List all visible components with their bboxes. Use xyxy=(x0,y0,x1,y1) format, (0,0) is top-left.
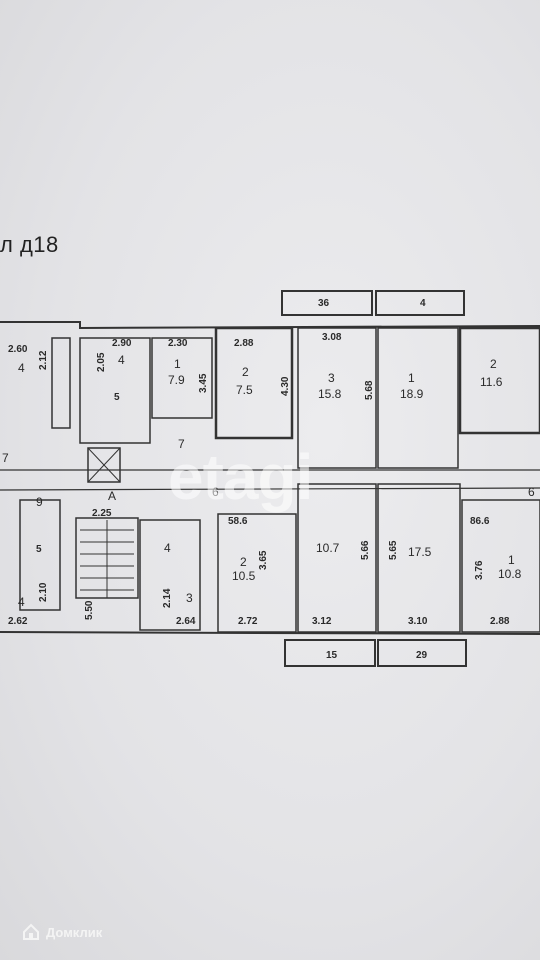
room-top-3 xyxy=(297,327,377,469)
room-number: 6 xyxy=(212,485,219,499)
room-top-2 xyxy=(214,326,294,440)
room-bottom-2 xyxy=(217,513,297,633)
dim-label: 2.60 xyxy=(8,344,28,355)
dim-label: 3.08 xyxy=(322,332,342,343)
room-number: 1 xyxy=(174,357,181,371)
house-icon xyxy=(23,923,39,940)
room-number: 3 xyxy=(186,591,193,605)
bay-bottom-left xyxy=(284,639,376,667)
room-number: 6 xyxy=(528,485,535,499)
dim-label: 2.62 xyxy=(8,616,28,627)
dim-label: 2.05 xyxy=(96,352,107,372)
dim-label: 3.10 xyxy=(408,616,428,627)
floor-plan-title: л д18 xyxy=(0,232,59,257)
bay-label: 15 xyxy=(326,650,338,661)
outer-wall-top xyxy=(0,321,540,330)
bay-top-left xyxy=(281,290,373,316)
room-area: 18.9 xyxy=(400,387,424,401)
room-number: 1 xyxy=(408,371,415,385)
room-area: 17.5 xyxy=(408,545,432,559)
room-number: 4 xyxy=(164,541,171,555)
dim-label: 5.65 xyxy=(388,540,399,560)
bay-label: 36 xyxy=(318,298,330,309)
brand-logo: Домклик xyxy=(22,923,102,941)
bay-label: 4 xyxy=(420,298,426,309)
room-number: 5 xyxy=(114,392,120,403)
room-number: 3 xyxy=(328,371,335,385)
dim-label: 3.45 xyxy=(198,373,209,393)
stair-treads xyxy=(80,520,134,598)
dim-label: 2.90 xyxy=(112,338,132,349)
dim-label: 2.88 xyxy=(490,616,510,627)
room-number: 5 xyxy=(36,544,42,555)
room-top-5 xyxy=(458,326,540,435)
room-number: 7 xyxy=(2,451,9,465)
room-number: 2 xyxy=(490,357,497,371)
room-number: 1 xyxy=(508,553,515,567)
dim-label: 5.50 xyxy=(84,600,95,620)
room-bottom-big xyxy=(297,483,377,633)
room-area: 10.8 xyxy=(498,567,522,581)
room-top-4 xyxy=(377,327,459,469)
small-label: 58.6 xyxy=(228,516,248,527)
dim-label: 5.68 xyxy=(364,380,375,400)
room-number: 2 xyxy=(242,365,249,379)
room-area: 10.7 xyxy=(316,541,340,555)
room-number: 2 xyxy=(240,555,247,569)
small-label: 86.6 xyxy=(470,516,490,527)
room-area: 15.8 xyxy=(318,387,342,401)
elevator xyxy=(87,447,121,483)
bay-bottom-right xyxy=(377,639,467,667)
room-number: 4 xyxy=(18,361,25,375)
outer-wall-bottom xyxy=(0,631,540,635)
room-bottom-wc-left xyxy=(19,499,61,611)
dim-label: 2.64 xyxy=(176,616,196,627)
watermark: etagi xyxy=(168,441,313,513)
dim-label: 2.12 xyxy=(38,350,49,370)
room-area: 10.5 xyxy=(232,569,256,583)
dim-label: 2.14 xyxy=(162,588,173,608)
dim-label: 3.12 xyxy=(312,616,332,627)
room-bottom-4 xyxy=(139,519,201,631)
dim-label: 3.76 xyxy=(474,560,485,580)
dim-label: 2.25 xyxy=(92,508,112,519)
brand-name: Домклик xyxy=(46,924,103,940)
bay-label: 29 xyxy=(416,650,428,661)
dim-label: 2.10 xyxy=(38,582,49,602)
room-number: 4 xyxy=(18,595,25,609)
dim-label: 2.88 xyxy=(234,338,254,349)
room-bottom-3 xyxy=(377,483,461,633)
dim-label: 5.66 xyxy=(360,540,371,560)
room-top-wc-left xyxy=(51,337,71,429)
stair-label: A xyxy=(108,489,116,503)
dim-label: 3.65 xyxy=(258,550,269,570)
dim-label: 4.30 xyxy=(280,376,291,396)
room-bottom-1 xyxy=(461,499,540,633)
room-top-1 xyxy=(151,337,213,419)
room-number: 7 xyxy=(178,437,185,451)
room-top-hall-a xyxy=(79,337,151,444)
room-area: 11.6 xyxy=(480,375,503,389)
room-area: 7.9 xyxy=(168,373,185,387)
dim-label: 2.72 xyxy=(238,616,258,627)
room-number: 9 xyxy=(36,495,43,509)
dim-label: 2.30 xyxy=(168,338,188,349)
room-number: 4 xyxy=(118,353,125,367)
corridor-line-bottom xyxy=(0,487,540,491)
bay-top-right xyxy=(375,290,465,316)
room-area: 7.5 xyxy=(236,383,253,397)
